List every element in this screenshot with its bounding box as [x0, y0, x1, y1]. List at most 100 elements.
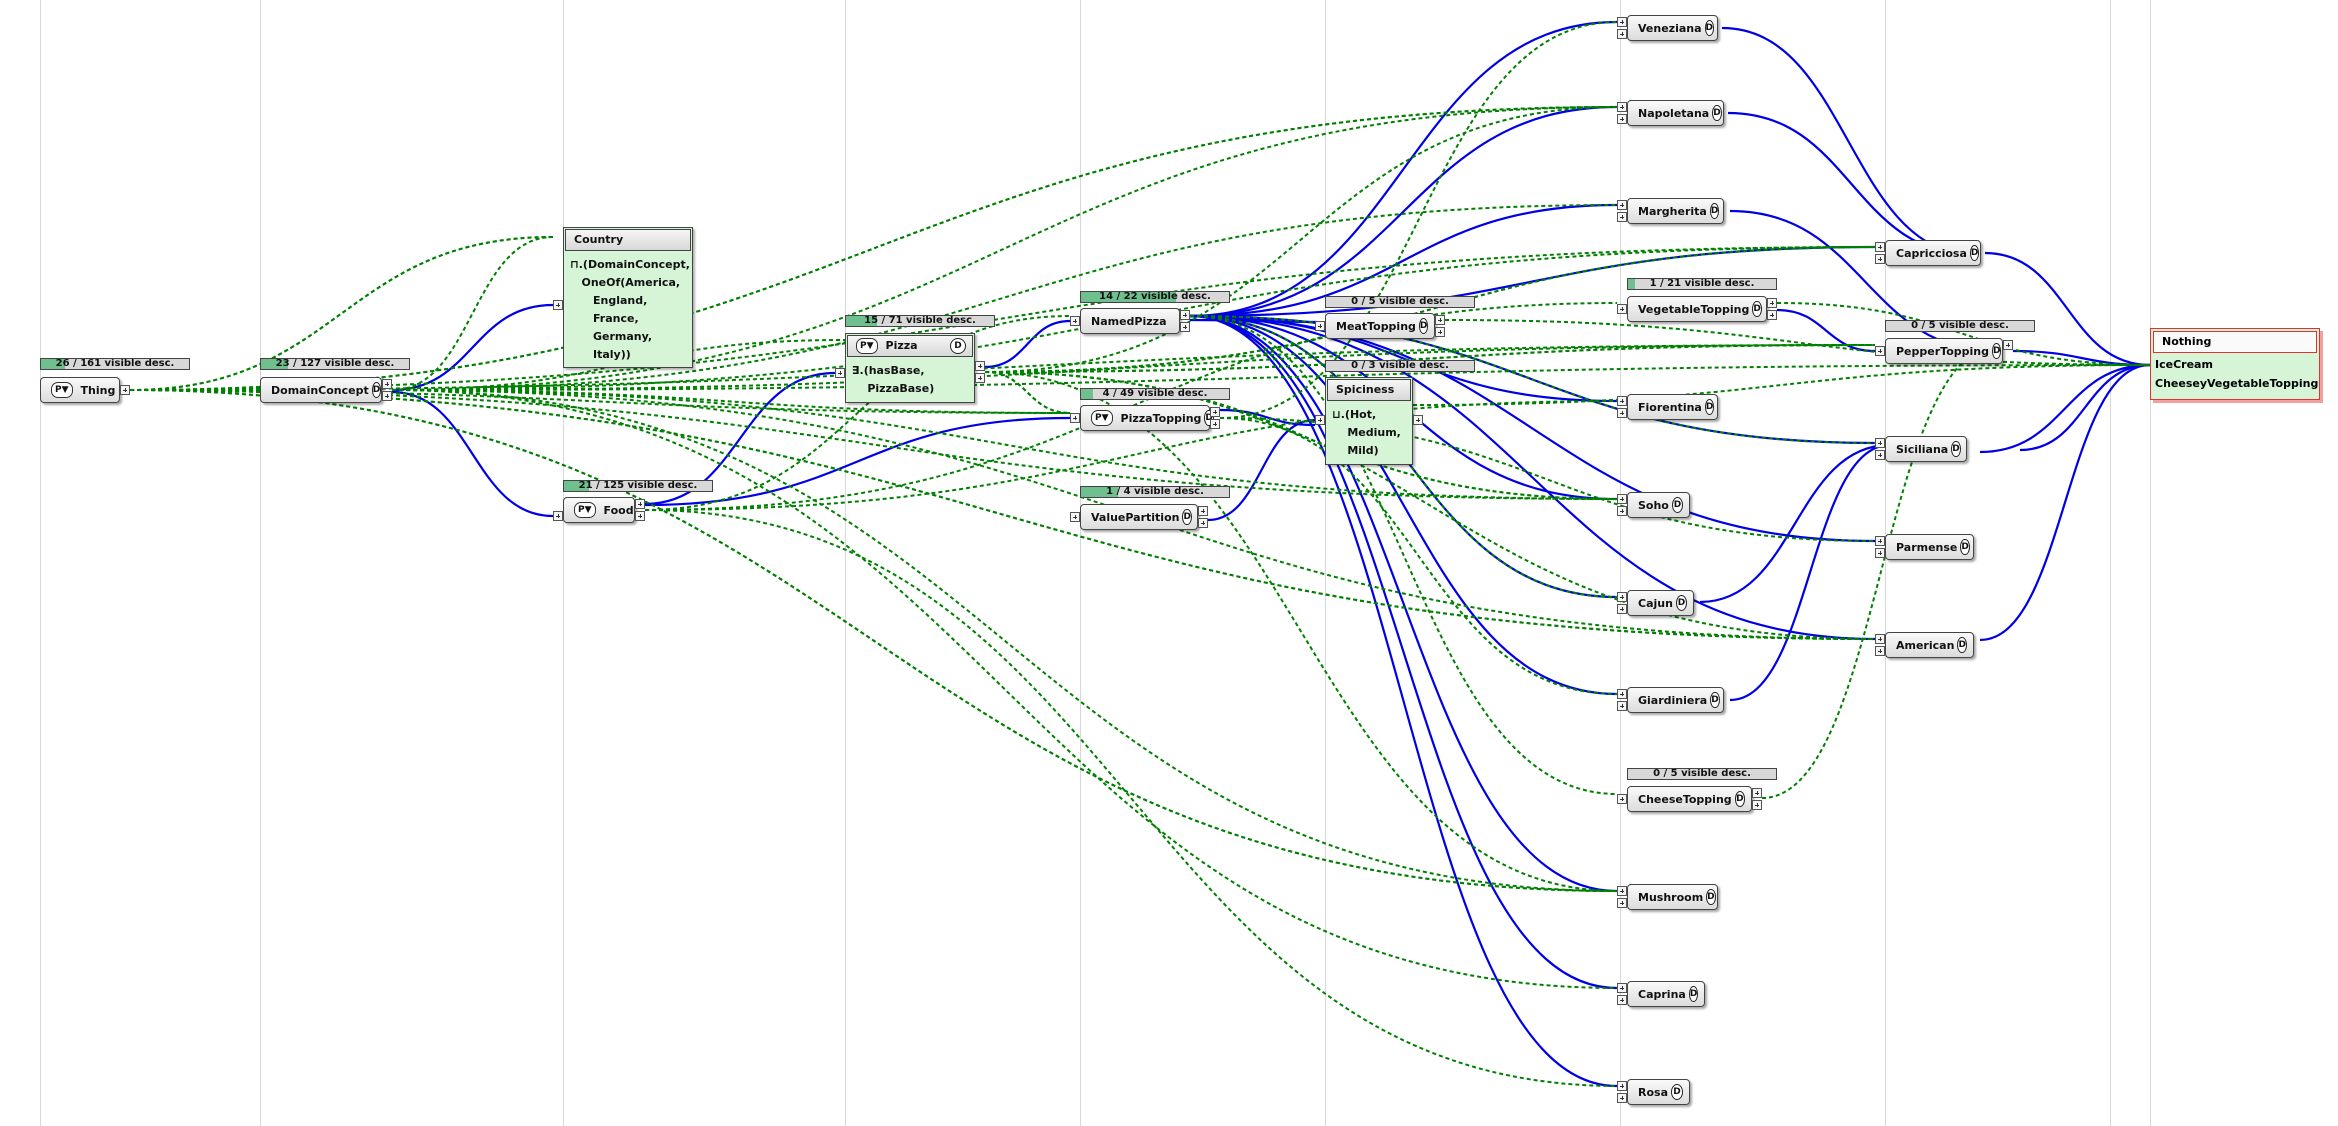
expand-toggle[interactable] [1198, 506, 1208, 516]
expand-toggle[interactable] [1617, 304, 1627, 314]
pt-badge: P▼ [51, 382, 73, 398]
class-node-peppertopping[interactable]: PepperTopping D [1885, 338, 2003, 364]
expand-toggle[interactable] [1617, 494, 1627, 504]
expand-toggle[interactable] [553, 300, 563, 310]
expand-toggle[interactable] [1617, 1093, 1627, 1103]
class-node-cajun[interactable]: Cajun D [1627, 590, 1694, 616]
class-node-namedpizza[interactable]: NamedPizza [1080, 308, 1180, 334]
expand-toggle[interactable] [1070, 316, 1080, 326]
expand-toggle[interactable] [1617, 17, 1627, 27]
defined-badge: D [950, 338, 966, 354]
expand-toggle[interactable] [1617, 114, 1627, 124]
expand-toggle[interactable] [1617, 396, 1627, 406]
class-node-pizzatopping[interactable]: P▼ PizzaTopping D [1080, 405, 1214, 431]
expression-node-spiciness[interactable]: Spiciness ⊔.(Hot, Medium, Mild) [1325, 377, 1413, 465]
expand-toggle[interactable] [1617, 995, 1627, 1005]
expand-toggle[interactable] [553, 511, 563, 521]
expand-toggle[interactable] [1617, 29, 1627, 39]
class-label: Mushroom [1638, 890, 1704, 904]
expand-toggle[interactable] [1435, 327, 1445, 337]
expand-toggle[interactable] [1875, 634, 1885, 644]
expand-toggle[interactable] [1617, 592, 1627, 602]
expand-toggle[interactable] [1752, 800, 1762, 810]
expand-toggle[interactable] [1617, 898, 1627, 908]
subclass-edge [1727, 111, 1976, 257]
expand-toggle[interactable] [635, 511, 645, 521]
class-node-parmense[interactable]: Parmense D [1885, 534, 1974, 560]
class-node-margherita[interactable]: Margherita D [1627, 198, 1724, 224]
expand-toggle[interactable] [1875, 254, 1885, 264]
class-node-siciliana[interactable]: Siciliana D [1885, 436, 1967, 462]
class-node-vegetabletopping[interactable]: VegetableTopping D [1627, 296, 1767, 322]
expand-toggle[interactable] [1070, 413, 1080, 423]
nothing-node[interactable]: Nothing IceCream CheeseyVegetableTopping [2150, 328, 2320, 400]
expand-toggle[interactable] [1875, 548, 1885, 558]
expand-toggle[interactable] [1070, 512, 1080, 522]
expand-toggle[interactable] [1180, 322, 1190, 332]
expand-toggle[interactable] [1210, 407, 1220, 417]
expand-toggle[interactable] [1875, 646, 1885, 656]
class-label: CheeseTopping [1638, 792, 1732, 806]
class-node-american[interactable]: American D [1885, 632, 1974, 658]
class-node-veneziana[interactable]: Veneziana D [1627, 15, 1718, 41]
expand-toggle[interactable] [1767, 298, 1777, 308]
class-node-rosa[interactable]: Rosa D [1627, 1079, 1690, 1105]
class-node-food[interactable]: P▼ Food [563, 497, 635, 523]
expand-toggle[interactable] [382, 391, 392, 401]
expand-toggle[interactable] [1198, 518, 1208, 528]
expression-node-pizza[interactable]: P▼ Pizza D ∃.(hasBase, PizzaBase) [845, 333, 975, 403]
class-node-napoletana[interactable]: Napoletana D [1627, 100, 1724, 126]
expand-toggle[interactable] [1617, 794, 1627, 804]
class-label: Veneziana [1638, 21, 1702, 35]
expand-toggle[interactable] [1617, 701, 1627, 711]
expand-toggle[interactable] [1767, 310, 1777, 320]
dotted-edge [984, 371, 1876, 640]
expand-toggle[interactable] [2003, 340, 2013, 350]
class-node-soho[interactable]: Soho D [1627, 492, 1690, 518]
class-node-domainconcept[interactable]: DomainConcept D [260, 377, 382, 403]
expand-toggle[interactable] [1617, 886, 1627, 896]
expand-toggle[interactable] [1617, 408, 1627, 418]
expand-toggle[interactable] [1435, 315, 1445, 325]
expression-node-country[interactable]: Country ⊓.(DomainConcept, OneOf(America,… [563, 227, 693, 368]
expand-toggle[interactable] [120, 385, 130, 395]
class-node-caprina[interactable]: Caprina D [1627, 981, 1705, 1007]
expand-toggle[interactable] [382, 379, 392, 389]
class-node-fiorentina[interactable]: Fiorentina D [1627, 394, 1718, 420]
expand-toggle[interactable] [1617, 983, 1627, 993]
expand-toggle[interactable] [975, 373, 985, 383]
expand-toggle[interactable] [1180, 310, 1190, 320]
expand-toggle[interactable] [1875, 450, 1885, 460]
class-node-valuepartition[interactable]: ValuePartition D [1080, 504, 1198, 530]
expand-toggle[interactable] [1875, 242, 1885, 252]
expand-toggle[interactable] [1315, 415, 1325, 425]
class-node-cheesetopping[interactable]: CheeseTopping D [1627, 786, 1752, 812]
expand-toggle[interactable] [1413, 415, 1423, 425]
class-node-meattopping[interactable]: MeatTopping D [1325, 313, 1435, 339]
expand-toggle[interactable] [1875, 536, 1885, 546]
dotted-edge [984, 344, 1876, 373]
expand-toggle[interactable] [1617, 200, 1627, 210]
expand-toggle[interactable] [635, 499, 645, 509]
defined-badge: D [1712, 105, 1722, 121]
subclass-edge [1189, 314, 1876, 641]
class-node-mushroom[interactable]: Mushroom D [1627, 884, 1718, 910]
expand-toggle[interactable] [1617, 604, 1627, 614]
class-node-giardiniera[interactable]: Giardiniera D [1627, 687, 1724, 713]
expand-toggle[interactable] [975, 361, 985, 371]
expand-toggle[interactable] [1875, 438, 1885, 448]
class-node-thing[interactable]: P▼ Thing [40, 377, 120, 403]
expand-toggle[interactable] [1315, 321, 1325, 331]
expand-toggle[interactable] [1617, 212, 1627, 222]
expand-toggle[interactable] [1875, 346, 1885, 356]
class-node-capricciosa[interactable]: Capricciosa D [1885, 240, 1981, 266]
expression-body: ⊔.(Hot, Medium, Mild) [1332, 408, 1401, 457]
expand-toggle[interactable] [1210, 419, 1220, 429]
expand-toggle[interactable] [835, 368, 845, 378]
expand-toggle[interactable] [1617, 1081, 1627, 1091]
expand-toggle[interactable] [1617, 506, 1627, 516]
expand-toggle[interactable] [1617, 102, 1627, 112]
expand-toggle[interactable] [1752, 788, 1762, 798]
expand-toggle[interactable] [1617, 689, 1627, 699]
